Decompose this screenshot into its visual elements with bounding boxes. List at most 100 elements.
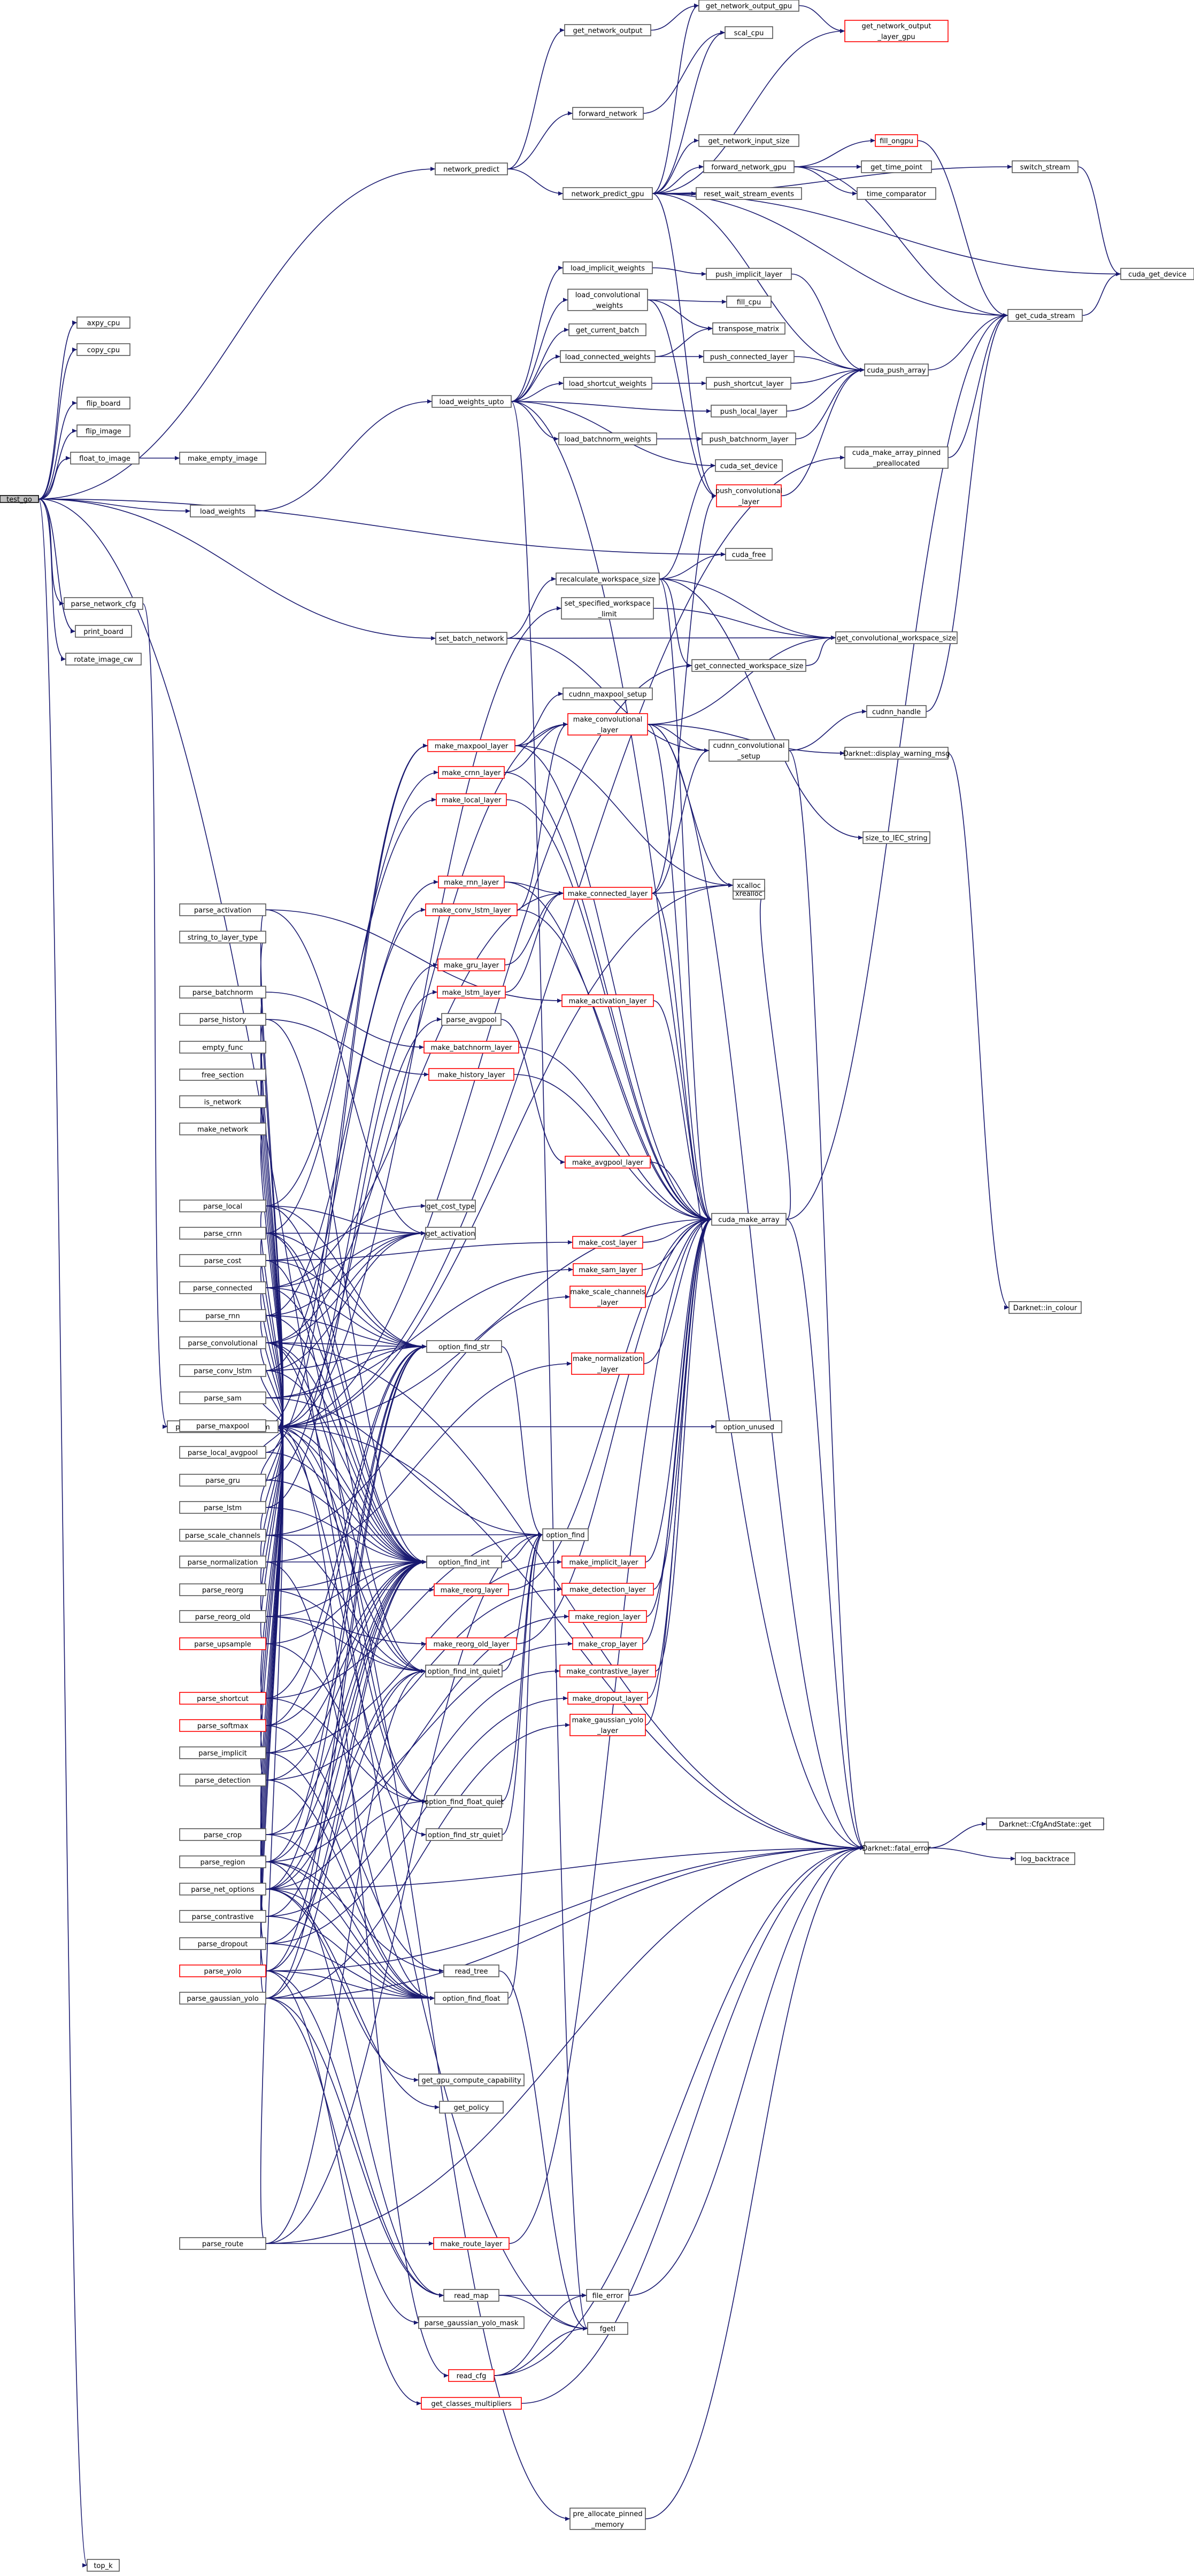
- node-transpose-matrix[interactable]: transpose_matrix: [712, 322, 785, 335]
- node-darknet-in-colour[interactable]: Darknet::in_colour: [1008, 1301, 1082, 1314]
- node-get-cuda-stream[interactable]: get_cuda_stream: [1007, 309, 1083, 322]
- node-make-avgpool-layer[interactable]: make_avgpool_layer: [565, 1156, 651, 1169]
- node-make-implicit-layer[interactable]: make_implicit_layer: [561, 1556, 646, 1568]
- node-make-maxpool-layer[interactable]: make_maxpool_layer: [427, 739, 515, 752]
- node-make-activation-layer[interactable]: make_activation_layer: [561, 994, 654, 1007]
- node-parse-lstm[interactable]: parse_lstm: [179, 1501, 266, 1514]
- node-make-connected-layer[interactable]: make_connected_layer: [563, 887, 652, 900]
- node-parse-normalization[interactable]: parse_normalization: [179, 1556, 266, 1568]
- node-load-convolutional-weights[interactable]: load_convolutional_weights: [567, 289, 648, 311]
- node-is-network[interactable]: is_network: [179, 1095, 266, 1108]
- node-fgetl[interactable]: fgetl: [587, 2322, 628, 2335]
- node-make-route-layer[interactable]: make_route_layer: [433, 2237, 510, 2250]
- node-parse-implicit[interactable]: parse_implicit: [179, 1746, 266, 1759]
- node-scal-cpu[interactable]: scal_cpu: [725, 26, 773, 39]
- node-parse-dropout[interactable]: parse_dropout: [179, 1937, 266, 1950]
- node-get-classes-multipliers[interactable]: get_classes_multipliers: [421, 2397, 522, 2410]
- node-make-convolutional-layer[interactable]: make_convolutional_layer: [567, 713, 648, 736]
- node-make-rnn-layer[interactable]: make_rnn_layer: [438, 876, 505, 888]
- node-parse-gaussian-yolo-mask[interactable]: parse_gaussian_yolo_mask: [418, 2316, 525, 2329]
- node-parse-network-cfg[interactable]: parse_network_cfg: [64, 597, 143, 610]
- node-make-dropout-layer[interactable]: make_dropout_layer: [567, 1692, 648, 1705]
- node-option-find-str[interactable]: option_find_str: [426, 1340, 502, 1353]
- node-parse-maxpool[interactable]: parse_maxpool: [179, 1419, 266, 1432]
- node-get-cost-type[interactable]: get_cost_type: [425, 1200, 476, 1212]
- node-make-region-layer[interactable]: make_region_layer: [568, 1610, 647, 1623]
- node-read-cfg[interactable]: read_cfg: [448, 2369, 495, 2382]
- node-cuda-get-device[interactable]: cuda_get_device: [1120, 268, 1194, 280]
- node-cuda-make-array-pinned-preallocated[interactable]: cuda_make_array_pinned_preallocated: [844, 446, 949, 469]
- node-make-sam-layer[interactable]: make_sam_layer: [573, 1263, 643, 1276]
- node-make-history-layer[interactable]: make_history_layer: [428, 1068, 514, 1081]
- node-parse-rnn[interactable]: parse_rnn: [179, 1309, 266, 1322]
- node-parse-net-options[interactable]: parse_net_options: [179, 1883, 266, 1896]
- node-parse-region[interactable]: parse_region: [179, 1855, 266, 1868]
- node-option-find[interactable]: option_find: [542, 1528, 589, 1541]
- node-cuda-make-array[interactable]: cuda_make_array: [711, 1213, 787, 1226]
- node-network-predict[interactable]: network_predict: [435, 163, 508, 175]
- node-float-to-image[interactable]: float_to_image: [70, 452, 140, 465]
- node-parse-contrastive[interactable]: parse_contrastive: [179, 1910, 266, 1923]
- node-pre-allocate-pinned-memory[interactable]: pre_allocate_pinned_memory: [569, 2508, 646, 2530]
- node-load-connected-weights[interactable]: load_connected_weights: [560, 350, 656, 363]
- node-xcalloc[interactable]: xcalloc: [733, 879, 765, 892]
- node-parse-detection[interactable]: parse_detection: [179, 1774, 266, 1786]
- node-network-predict-gpu[interactable]: network_predict_gpu: [563, 187, 653, 200]
- node-cuda-push-array[interactable]: cuda_push_array: [864, 363, 929, 376]
- node-darknet-cfgandstate-get[interactable]: Darknet::CfgAndState::get: [986, 1817, 1104, 1830]
- node-copy-cpu[interactable]: copy_cpu: [76, 343, 130, 356]
- node-parse-scale-channels[interactable]: parse_scale_channels: [179, 1529, 266, 1542]
- node-print-board[interactable]: print_board: [75, 625, 132, 638]
- node-parse-convolutional[interactable]: parse_convolutional: [179, 1336, 266, 1349]
- node-parse-avgpool[interactable]: parse_avgpool: [441, 1013, 502, 1026]
- node-get-policy[interactable]: get_policy: [439, 2101, 504, 2114]
- node-load-batchnorm-weights[interactable]: load_batchnorm_weights: [558, 432, 657, 445]
- node-set-specified-workspace-limit[interactable]: set_specified_workspace_limit: [561, 597, 654, 620]
- node-option-find-float-quiet[interactable]: option_find_float_quiet: [425, 1795, 504, 1808]
- node-make-reorg-layer[interactable]: make_reorg_layer: [434, 1583, 509, 1596]
- node-flip-board[interactable]: flip_board: [76, 397, 130, 409]
- node-parse-route[interactable]: parse_route: [179, 2237, 266, 2250]
- node-flip-image[interactable]: flip_image: [76, 424, 130, 437]
- node-get-network-output[interactable]: get_network_output: [564, 24, 651, 36]
- node-fill-ongpu[interactable]: fill_ongpu: [875, 134, 918, 147]
- node-parse-reorg-old[interactable]: parse_reorg_old: [179, 1610, 266, 1623]
- node-make-empty-image[interactable]: make_empty_image: [179, 452, 266, 465]
- node-parse-upsample[interactable]: parse_upsample: [179, 1637, 266, 1650]
- node-get-activation[interactable]: get_activation: [425, 1227, 476, 1240]
- node-cudnn-handle[interactable]: cudnn_handle: [866, 705, 927, 718]
- node-cudnn-convolutional-setup[interactable]: cudnn_convolutional_setup: [708, 739, 789, 762]
- node-parse-batchnorm[interactable]: parse_batchnorm: [179, 986, 266, 999]
- node-get-convolutional-workspace-size[interactable]: get_convolutional_workspace_size: [835, 631, 958, 644]
- node-test-go[interactable]: test_go: [0, 495, 39, 504]
- node-load-weights-upto[interactable]: load_weights_upto: [432, 395, 512, 408]
- node-make-crop-layer[interactable]: make_crop_layer: [572, 1637, 643, 1650]
- node-empty-func[interactable]: empty_func: [179, 1041, 266, 1054]
- node-get-network-output-layer-gpu[interactable]: get_network_output_layer_gpu: [844, 20, 949, 42]
- node-set-batch-network[interactable]: set_batch_network: [435, 632, 507, 645]
- node-parse-shortcut[interactable]: parse_shortcut: [179, 1692, 266, 1705]
- node-make-scale-channels-layer[interactable]: make_scale_channels_layer: [569, 1286, 646, 1308]
- node-darknet-display-warning-msg[interactable]: Darknet::display_warning_msg: [843, 747, 950, 760]
- node-get-connected-workspace-size[interactable]: get_connected_workspace_size: [691, 659, 806, 672]
- node-parse-gaussian-yolo[interactable]: parse_gaussian_yolo: [179, 1992, 266, 2005]
- node-parse-connected[interactable]: parse_connected: [179, 1281, 266, 1294]
- node-forward-network-gpu[interactable]: forward_network_gpu: [703, 160, 795, 173]
- node-make-lstm-layer[interactable]: make_lstm_layer: [437, 986, 506, 999]
- node-parse-cost[interactable]: parse_cost: [179, 1254, 266, 1267]
- node-load-implicit-weights[interactable]: load_implicit_weights: [563, 261, 653, 274]
- node-make-cost-layer[interactable]: make_cost_layer: [572, 1236, 643, 1249]
- node-recalculate-workspace-size[interactable]: recalculate_workspace_size: [556, 573, 660, 585]
- node-make-conv-lstm-layer[interactable]: make_conv_lstm_layer: [425, 903, 518, 916]
- node-read-map[interactable]: read_map: [443, 2289, 499, 2302]
- node-parse-local[interactable]: parse_local: [179, 1200, 266, 1212]
- node-parse-sam[interactable]: parse_sam: [179, 1391, 266, 1404]
- node-push-local-layer[interactable]: push_local_layer: [711, 405, 787, 417]
- node-make-normalization-layer[interactable]: make_normalization_layer: [571, 1352, 644, 1375]
- node-push-shortcut-layer[interactable]: push_shortcut_layer: [706, 377, 791, 390]
- node-free-section[interactable]: free_section: [179, 1069, 266, 1081]
- node-parse-activation[interactable]: parse_activation: [179, 903, 266, 916]
- node-axpy-cpu[interactable]: axpy_cpu: [76, 316, 130, 329]
- node-get-current-batch[interactable]: get_current_batch: [568, 323, 646, 336]
- node-push-convolutional-layer[interactable]: push_convolutional_layer: [715, 484, 782, 507]
